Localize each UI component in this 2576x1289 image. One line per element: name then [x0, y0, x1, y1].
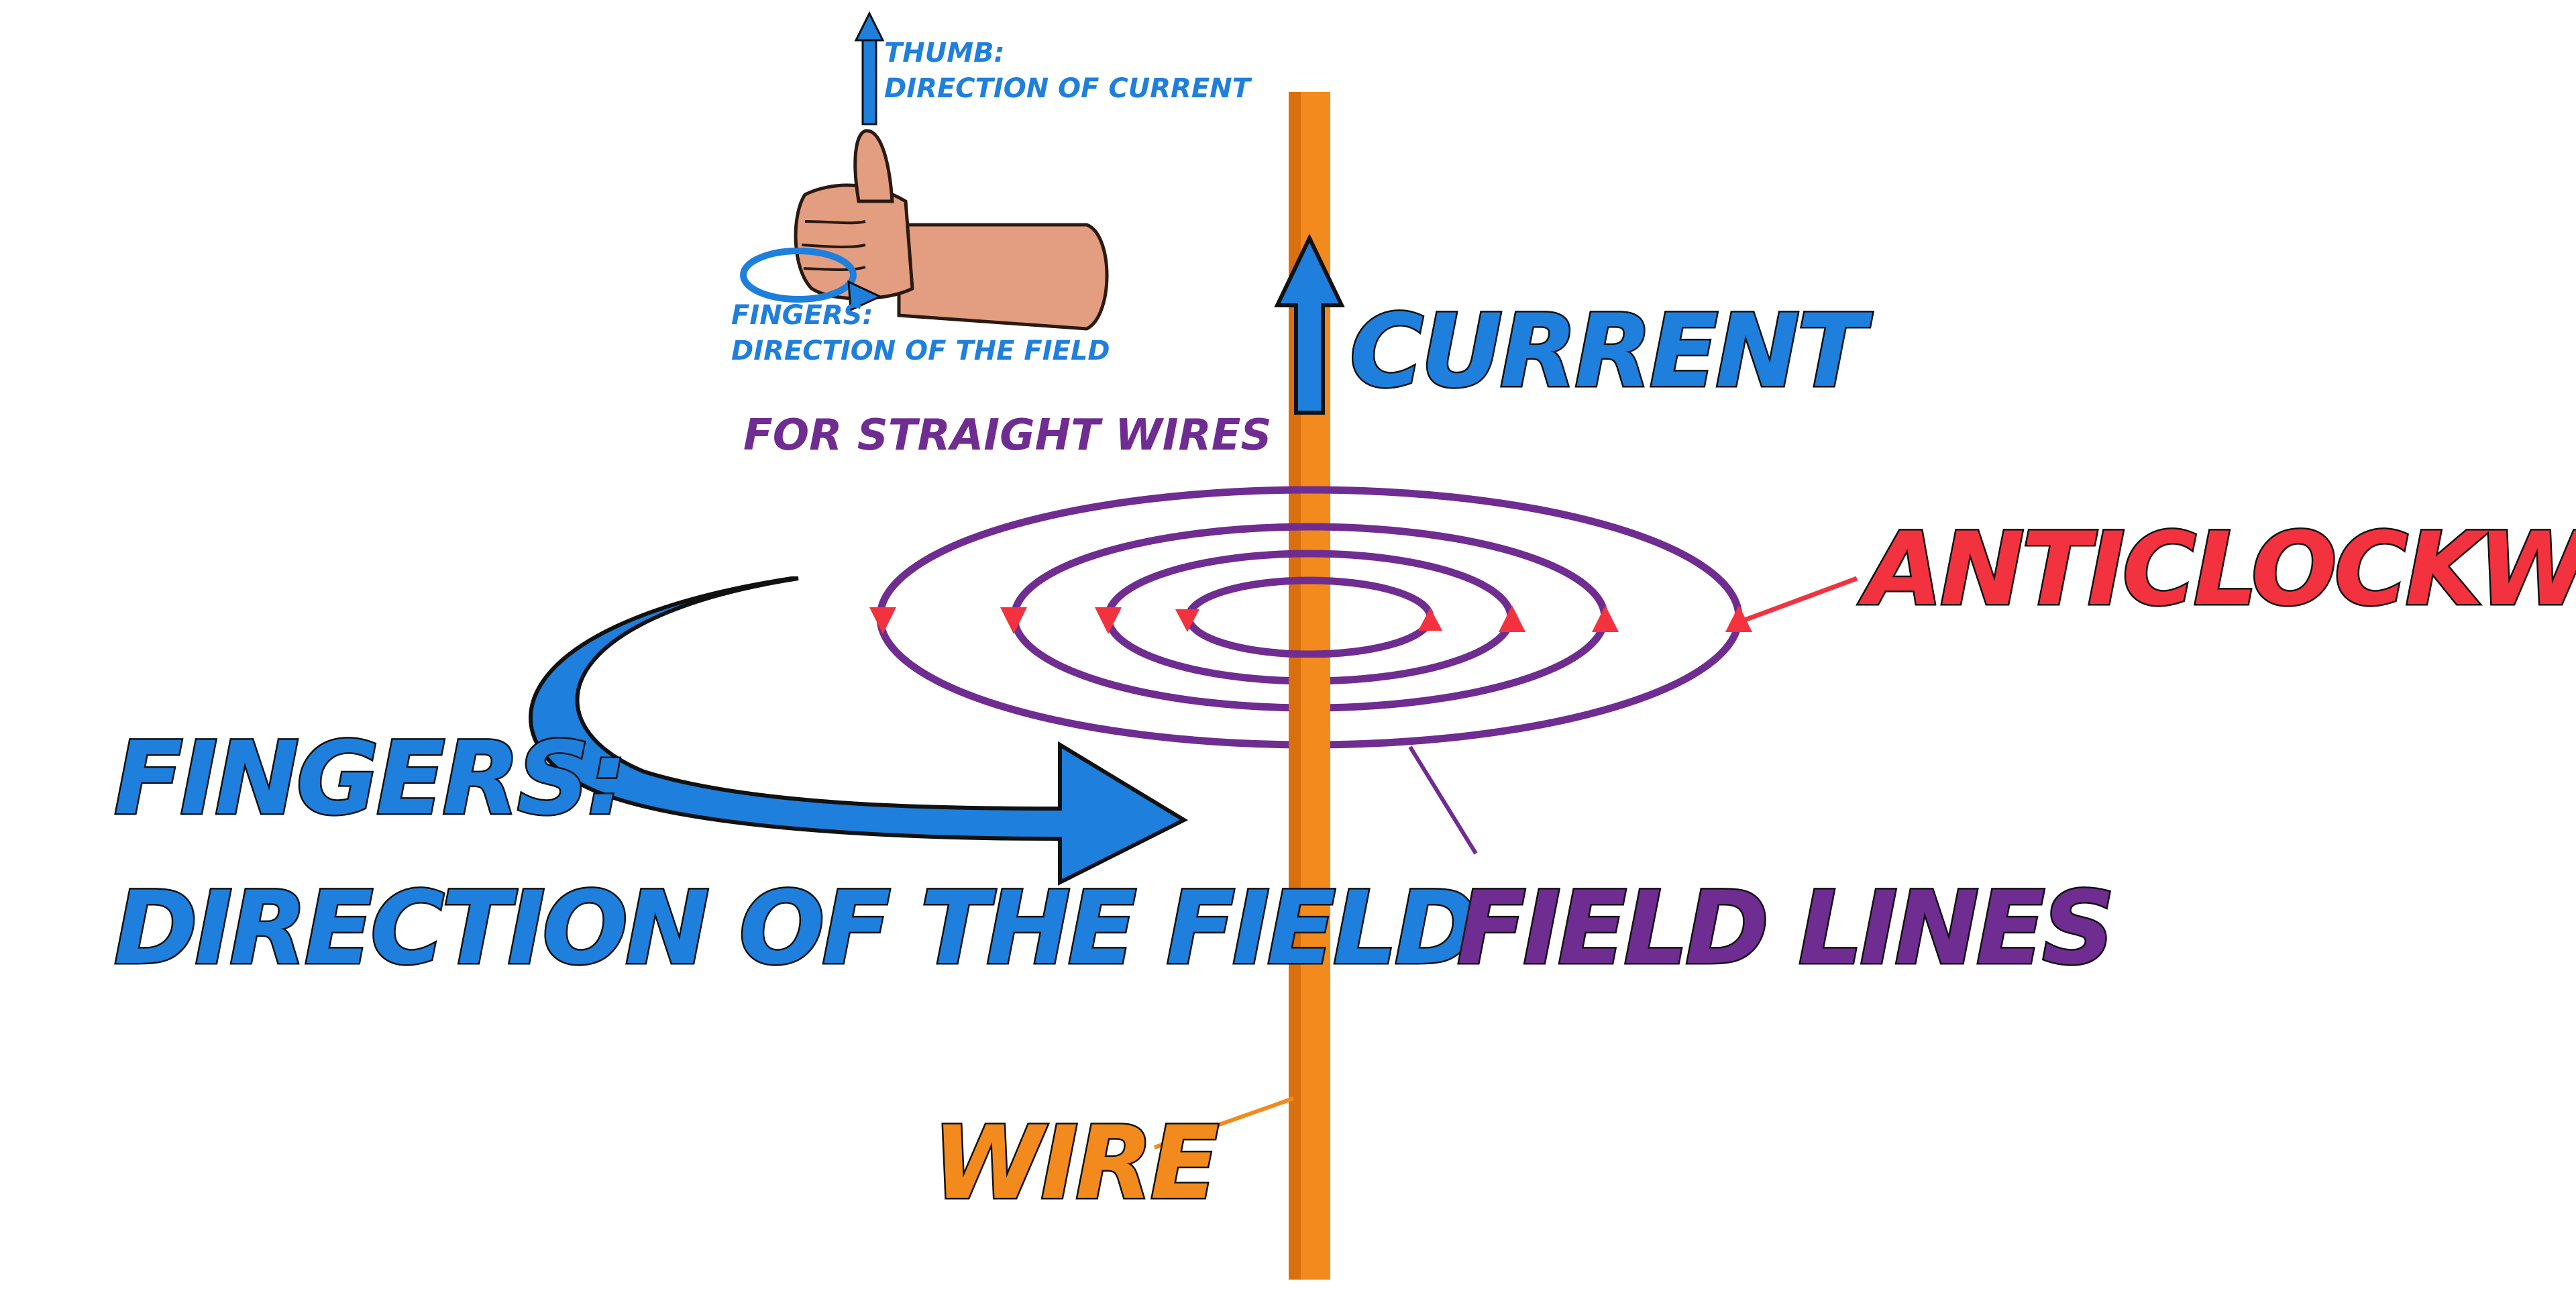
thumb-arrow-shaft — [861, 36, 877, 125]
down-arrow-icon — [869, 607, 896, 634]
anticlockwise-label: ANTICLOCKWISE — [1858, 511, 2576, 628]
wire-pointer — [1154, 1096, 1294, 1149]
down-arrow-icon — [1175, 609, 1199, 632]
thumb — [853, 129, 894, 203]
fingers-big-line1: FINGERS: — [114, 721, 625, 837]
thumb-caption-line1: THUMB: — [884, 38, 1005, 68]
fingers-big-line2: DIRECTION OF THE FIELD — [114, 870, 1475, 987]
up-arrow-icon — [1418, 608, 1442, 631]
fingers-mini-arrow — [740, 248, 857, 303]
current-label: CURRENT — [1350, 293, 1873, 410]
fingers-caption-line2: DIRECTION OF THE FIELD — [731, 336, 1110, 366]
up-arrow-icon — [1592, 605, 1619, 632]
up-arrow-icon — [1274, 234, 1345, 415]
up-arrow-icon — [1725, 605, 1752, 632]
up-arrow-icon — [854, 11, 885, 42]
right-hand-thumbs-up-icon — [740, 11, 1109, 331]
wire-label: WIRE — [932, 1105, 1218, 1222]
forearm — [897, 223, 1109, 331]
curved-arrow-icon — [529, 576, 1189, 886]
anticlockwise-pointer — [1741, 576, 1858, 623]
thumb-caption-line2: DIRECTION OF CURRENT — [884, 73, 1252, 104]
down-arrow-icon — [1000, 607, 1027, 634]
down-arrow-icon — [1095, 607, 1122, 634]
up-arrow-icon — [1499, 605, 1525, 632]
field-lines-label: FIELD LINES — [1457, 870, 2112, 987]
field-lines-pointer — [1408, 745, 1478, 855]
wire-front — [1289, 658, 1330, 1280]
field-direction-markers — [869, 605, 1752, 634]
right-arrow-icon — [847, 280, 883, 312]
rule-caption: FOR STRAIGHT WIRES — [743, 411, 1272, 460]
wire-front-shadow — [1289, 658, 1301, 1280]
fingers-caption-line1: FINGERS: — [731, 300, 873, 331]
